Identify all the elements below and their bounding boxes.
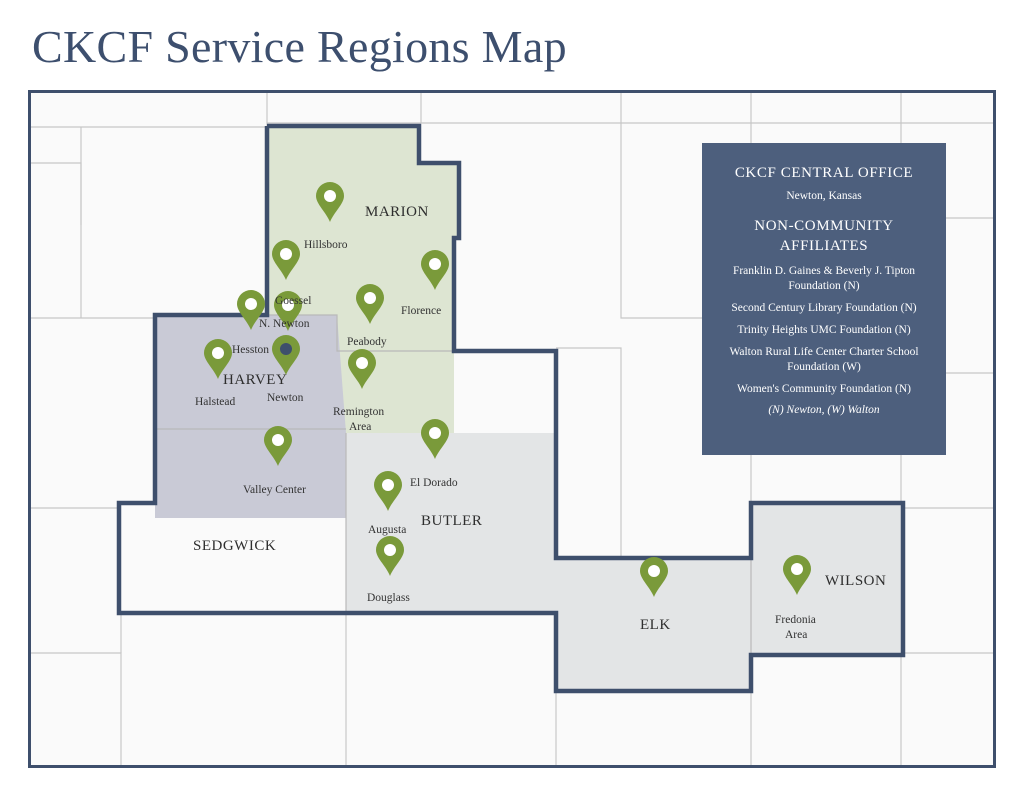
elk-wilson-region [556,503,903,691]
affiliate-item: Trinity Heights UMC Foundation (N) [737,324,911,336]
affiliate-item: Franklin D. Gaines & Beverly J. Tipton F… [732,265,916,292]
map-pin-icon [421,250,449,290]
pin-dot [282,299,294,311]
place-label-hillsboro: Hillsboro [304,239,348,251]
pin-dot [429,258,441,270]
map-pin-icon [640,557,668,597]
county-label-wilson: WILSON [825,573,886,589]
place-label-halstead: Halstead [195,396,235,408]
map-pin-icon [237,290,265,330]
affiliates-heading: NON-COMMUNITY AFFILIATES [754,218,894,254]
pin-dot [324,190,336,202]
pin-dot [272,434,284,446]
service-region-outline [116,123,906,694]
map-frame: MARION HARVEY SEDGWICK BUTLER ELK WILSON… [28,90,996,768]
place-label-remington-line1: Remington [333,406,384,418]
affiliate-item: Women's Community Foundation (N) [737,383,911,395]
affiliate-legend-note: (N) Newton, (W) Walton [768,404,880,416]
central-office-location: Newton, Kansas [786,190,862,202]
map-pin-icon [421,419,449,459]
affiliate-item: Second Century Library Foundation (N) [731,302,917,314]
map-pin-icon [348,349,376,389]
county-label-sedgwick: SEDGWICK [193,538,276,554]
county-label-harvey: HARVEY [223,372,287,388]
map-pin-icon [783,555,811,595]
pin-dot [429,427,441,439]
map-pin-icon [274,291,302,331]
harvey-region-main [155,315,346,518]
pin-dot [791,563,803,575]
pin-dot [648,565,660,577]
map-pin-icon [376,536,404,576]
map-pin-icon [316,182,344,222]
county-label-marion: MARION [365,204,429,220]
place-label-goessel: Goessel [275,295,311,307]
pin-dot [364,292,376,304]
pin-dot [280,248,292,260]
pin-dot [384,544,396,556]
service-region-map: MARION HARVEY SEDGWICK BUTLER ELK WILSON… [31,93,993,765]
place-label-fredonia-line1: Fredonia [775,614,816,626]
place-label-el-dorado: El Dorado [410,477,458,489]
map-pin-icon [356,284,384,324]
place-label-remington-line2: Area [349,421,371,433]
map-pin-icon [374,471,402,511]
pin-dot [280,343,292,355]
affiliate-item: Walton Rural Life Center Charter School … [729,346,919,373]
map-pin-icon [204,339,232,379]
central-office-heading: CKCF CENTRAL OFFICE [734,165,914,181]
location-pins [204,182,811,597]
pin-dot [382,479,394,491]
place-label-douglass: Douglass [367,592,410,604]
place-label-augusta: Augusta [368,524,406,536]
pin-dot [245,298,257,310]
county-label-butler: BUTLER [421,513,482,529]
place-label-fredonia-line2: Area [785,629,807,641]
pin-dot [212,347,224,359]
place-label-newton: Newton [267,392,304,404]
info-panel: CKCF CENTRAL OFFICE Newton, Kansas NON-C… [702,143,946,455]
place-label-valley-center: Valley Center [243,484,306,496]
place-label-hesston: Hesston [232,344,269,356]
central-office-pin-icon [272,335,300,375]
page-title: CKCF Service Regions Map [32,21,567,72]
place-label-florence: Florence [401,305,441,317]
county-label-elk: ELK [640,617,671,633]
marion-region [267,126,459,351]
place-label-peabody: Peabody [347,336,387,348]
map-pin-icon [272,240,300,280]
place-label-n-newton: N. Newton [259,318,310,330]
map-pin-icon [264,426,292,466]
pin-dot [356,357,368,369]
